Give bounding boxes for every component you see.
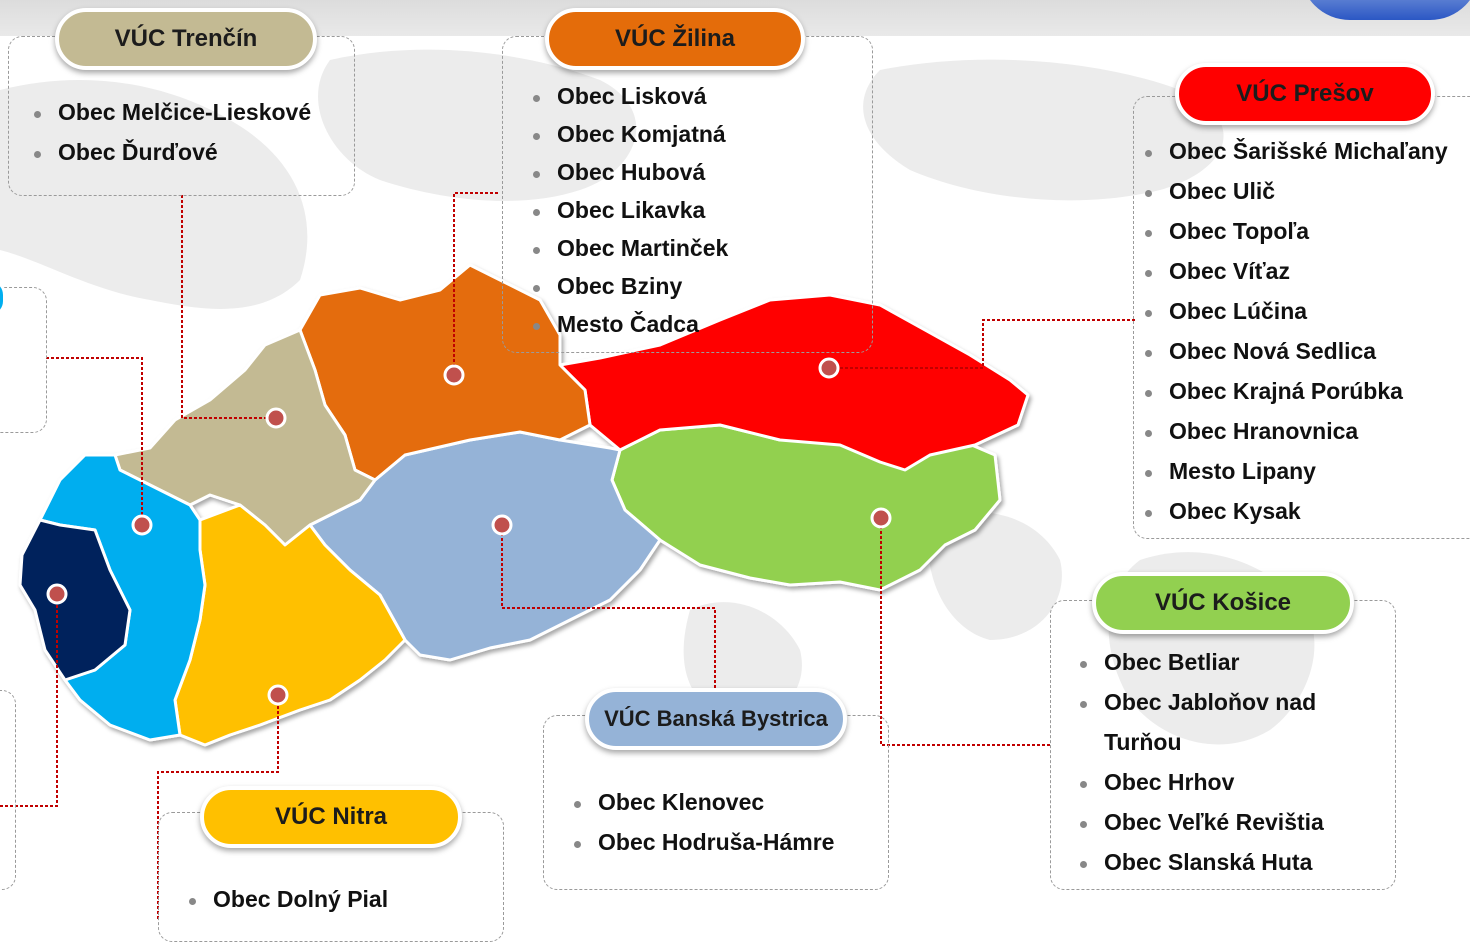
marker-bratislava	[46, 583, 68, 605]
list-item: Obec Dolný Pial	[185, 884, 388, 924]
list-item: Obec Likavka	[529, 195, 728, 233]
marker-presov	[818, 357, 840, 379]
list-item: Obec Betliar	[1076, 647, 1324, 687]
list-item: Obec Ďurďové	[30, 137, 311, 177]
list-item: Obec Jabloňov nad	[1076, 687, 1324, 727]
list-item: Obec Topoľa	[1141, 216, 1448, 256]
connector-trnava	[46, 357, 143, 525]
box-trnava-partial	[0, 287, 47, 433]
list-nitra: Obec Dolný Pial	[185, 884, 388, 924]
marker-trnava	[131, 514, 153, 536]
connector-nitra	[157, 695, 279, 919]
list-kosice: Obec Betliar Obec Jabloňov nad Turňou Ob…	[1076, 647, 1324, 887]
list-item: Obec Hodruša-Hámre	[570, 827, 834, 867]
list-item: Obec Komjatná	[529, 119, 728, 157]
list-item: Obec Hrhov	[1076, 767, 1324, 807]
pill-trencin[interactable]: VÚC Trenčín	[55, 8, 317, 70]
list-presov: Obec Šarišské Michaľany Obec Ulič Obec T…	[1141, 136, 1448, 536]
list-item: Obec Krajná Porúbka	[1141, 376, 1448, 416]
marker-zilina	[443, 364, 465, 386]
marker-banska-bystrica	[491, 514, 513, 536]
marker-kosice	[870, 507, 892, 529]
pill-presov[interactable]: VÚC Prešov	[1175, 63, 1435, 125]
connector-bratislava	[0, 594, 58, 807]
list-item: Obec Veľké Revištia	[1076, 807, 1324, 847]
pill-nitra[interactable]: VÚC Nitra	[200, 786, 462, 848]
marker-trencin	[265, 407, 287, 429]
list-item: Turňou	[1104, 729, 1182, 755]
list-item: Obec Melčice-Lieskové	[30, 97, 311, 137]
pill-banska-bystrica[interactable]: VÚC Banská Bystrica	[585, 688, 847, 750]
list-item: Obec Lúčina	[1141, 296, 1448, 336]
connector-lines	[0, 192, 1135, 919]
list-zilina: Obec Lisková Obec Komjatná Obec Hubová O…	[529, 81, 728, 347]
list-item: Obec Ulič	[1141, 176, 1448, 216]
region-map	[0, 192, 1135, 919]
pill-kosice[interactable]: VÚC Košice	[1092, 572, 1354, 634]
list-banska-bystrica: Obec Klenovec Obec Hodruša-Hámre	[570, 787, 834, 867]
connector-kosice	[880, 518, 1050, 746]
list-item: Obec Šarišské Michaľany	[1141, 136, 1448, 176]
list-item: Obec Martinček	[529, 233, 728, 271]
list-item: Obec Lisková	[529, 81, 728, 119]
list-item: Obec Hubová	[529, 157, 728, 195]
region-markers	[46, 357, 892, 706]
connector-banska-bystrica	[501, 525, 716, 688]
region-shape-presov[interactable]	[558, 293, 1030, 472]
list-item: Obec Kysak	[1141, 496, 1448, 536]
corner-decoration	[1300, 0, 1470, 20]
list-item: Mesto Lipany	[1141, 456, 1448, 496]
connector-trencin	[181, 195, 276, 419]
region-shape-bratislava[interactable]	[18, 518, 132, 682]
connector-presov	[829, 319, 1135, 369]
list-item: Obec Bziny	[529, 271, 728, 309]
marker-nitra	[267, 684, 289, 706]
connector-zilina	[453, 192, 498, 375]
list-item: Obec Klenovec	[570, 787, 834, 827]
list-item: Obec Hranovnica	[1141, 416, 1448, 456]
list-item: Obec Víťaz	[1141, 256, 1448, 296]
box-bratislava-partial	[0, 690, 16, 890]
list-item: Obec Nová Sedlica	[1141, 336, 1448, 376]
list-item: Mesto Čadca	[529, 309, 728, 347]
pill-zilina[interactable]: VÚC Žilina	[545, 8, 805, 70]
list-item: Obec Slanská Huta	[1076, 847, 1324, 887]
list-trencin: Obec Melčice-Lieskové Obec Ďurďové	[30, 97, 311, 177]
